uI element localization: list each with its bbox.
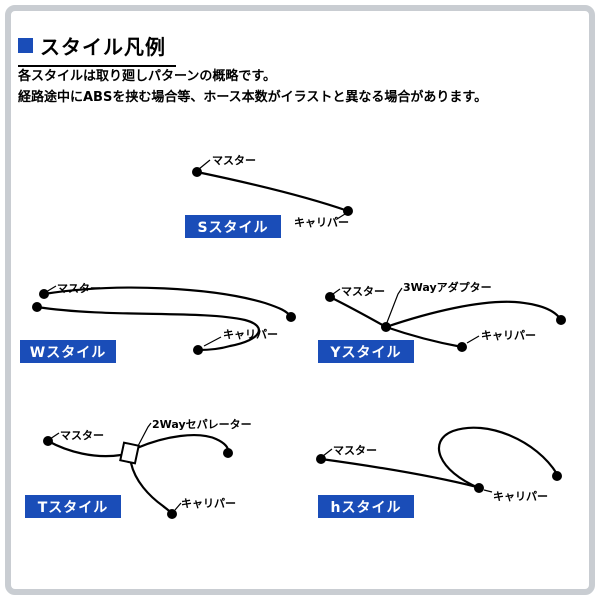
s-master-leader-line <box>198 159 211 170</box>
w-master-dot-upper <box>39 289 49 299</box>
y-style-hose-branch-lower <box>384 325 464 349</box>
y-style-hose-branch-upper <box>384 300 563 329</box>
description-text: 各スタイルは取り廻しパターンの概略です。 経路途中にABSを挟む場合等、ホース本… <box>18 66 487 108</box>
description-line-1: 各スタイルは取り廻しパターンの概略です。 <box>18 69 277 84</box>
page-title-text: スタイル凡例 <box>40 35 166 59</box>
h-master-label: マスター <box>333 444 377 457</box>
h-caliper-leader-line <box>483 489 493 493</box>
y-3way-adapter-label: 3Wayアダプター <box>403 281 492 294</box>
w-caliper-label: キャリパー <box>223 328 278 341</box>
w-master-label: マスター <box>57 282 101 295</box>
s-style-hose-path <box>195 170 350 213</box>
h-master-dot <box>316 454 326 464</box>
s-caliper-dot <box>343 206 353 216</box>
h-caliper-dot-inner <box>474 483 484 493</box>
t-caliper-leader-line <box>174 502 182 511</box>
w-caliper-dot-right <box>286 312 296 322</box>
s-style-tag: Sスタイル <box>185 215 281 238</box>
t-style-tag: Tスタイル <box>25 495 121 518</box>
w-master-dot-lower <box>32 302 42 312</box>
title-square-bullet-icon <box>18 38 33 53</box>
h-caliper-label: キャリパー <box>493 490 548 503</box>
h-master-leader-line <box>322 448 333 457</box>
h-style-tag: hスタイル <box>318 495 414 518</box>
y-master-dot <box>325 292 335 302</box>
t-caliper-dot-lower <box>167 509 177 519</box>
t-style-2way-separator-block <box>119 441 140 465</box>
y-style-hose-stem <box>328 295 388 329</box>
t-master-label: マスター <box>60 429 104 442</box>
s-master-label: マスター <box>212 154 256 167</box>
s-master-dot <box>192 167 202 177</box>
page-title: スタイル凡例 <box>18 31 176 67</box>
w-style-hose-path-upper <box>42 286 293 319</box>
t-style-hose-stem <box>46 439 123 458</box>
y-style-tag: Yスタイル <box>318 340 414 363</box>
t-caliper-dot-upper <box>223 448 233 458</box>
t-caliper-label: キャリパー <box>181 497 236 510</box>
h-caliper-dot-outer <box>552 471 562 481</box>
y-master-label: マスター <box>341 285 385 298</box>
y-master-leader-line <box>332 288 341 295</box>
y-caliper-dot-right <box>556 315 566 325</box>
t-style-hose-branch-upper <box>135 434 230 454</box>
w-caliper-leader-line <box>203 336 222 347</box>
y-caliper-label: キャリパー <box>481 329 536 342</box>
y-3way-adapter-dot <box>381 322 391 332</box>
s-caliper-label: キャリパー <box>294 216 349 229</box>
w-style-tag: Wスタイル <box>20 340 116 363</box>
t-style-hose-branch-lower <box>129 461 174 516</box>
y-caliper-leader-line <box>466 335 480 344</box>
t-2way-separator-leader-line <box>137 422 152 447</box>
y-3way-adapter-leader-line <box>385 287 403 326</box>
h-style-hose-loop <box>437 426 559 490</box>
s-caliper-leader-line <box>336 213 346 220</box>
w-caliper-dot-lower <box>193 345 203 355</box>
t-2way-separator-label: 2Wayセパレーター <box>152 418 252 431</box>
description-line-2: 経路途中にABSを挟む場合等、ホース本数がイラストと異なる場合があります。 <box>18 90 488 105</box>
y-caliper-dot-lower <box>457 342 467 352</box>
w-style-hose-path-lower <box>35 305 260 352</box>
h-style-hose-stem <box>319 457 479 489</box>
t-master-dot <box>43 436 53 446</box>
